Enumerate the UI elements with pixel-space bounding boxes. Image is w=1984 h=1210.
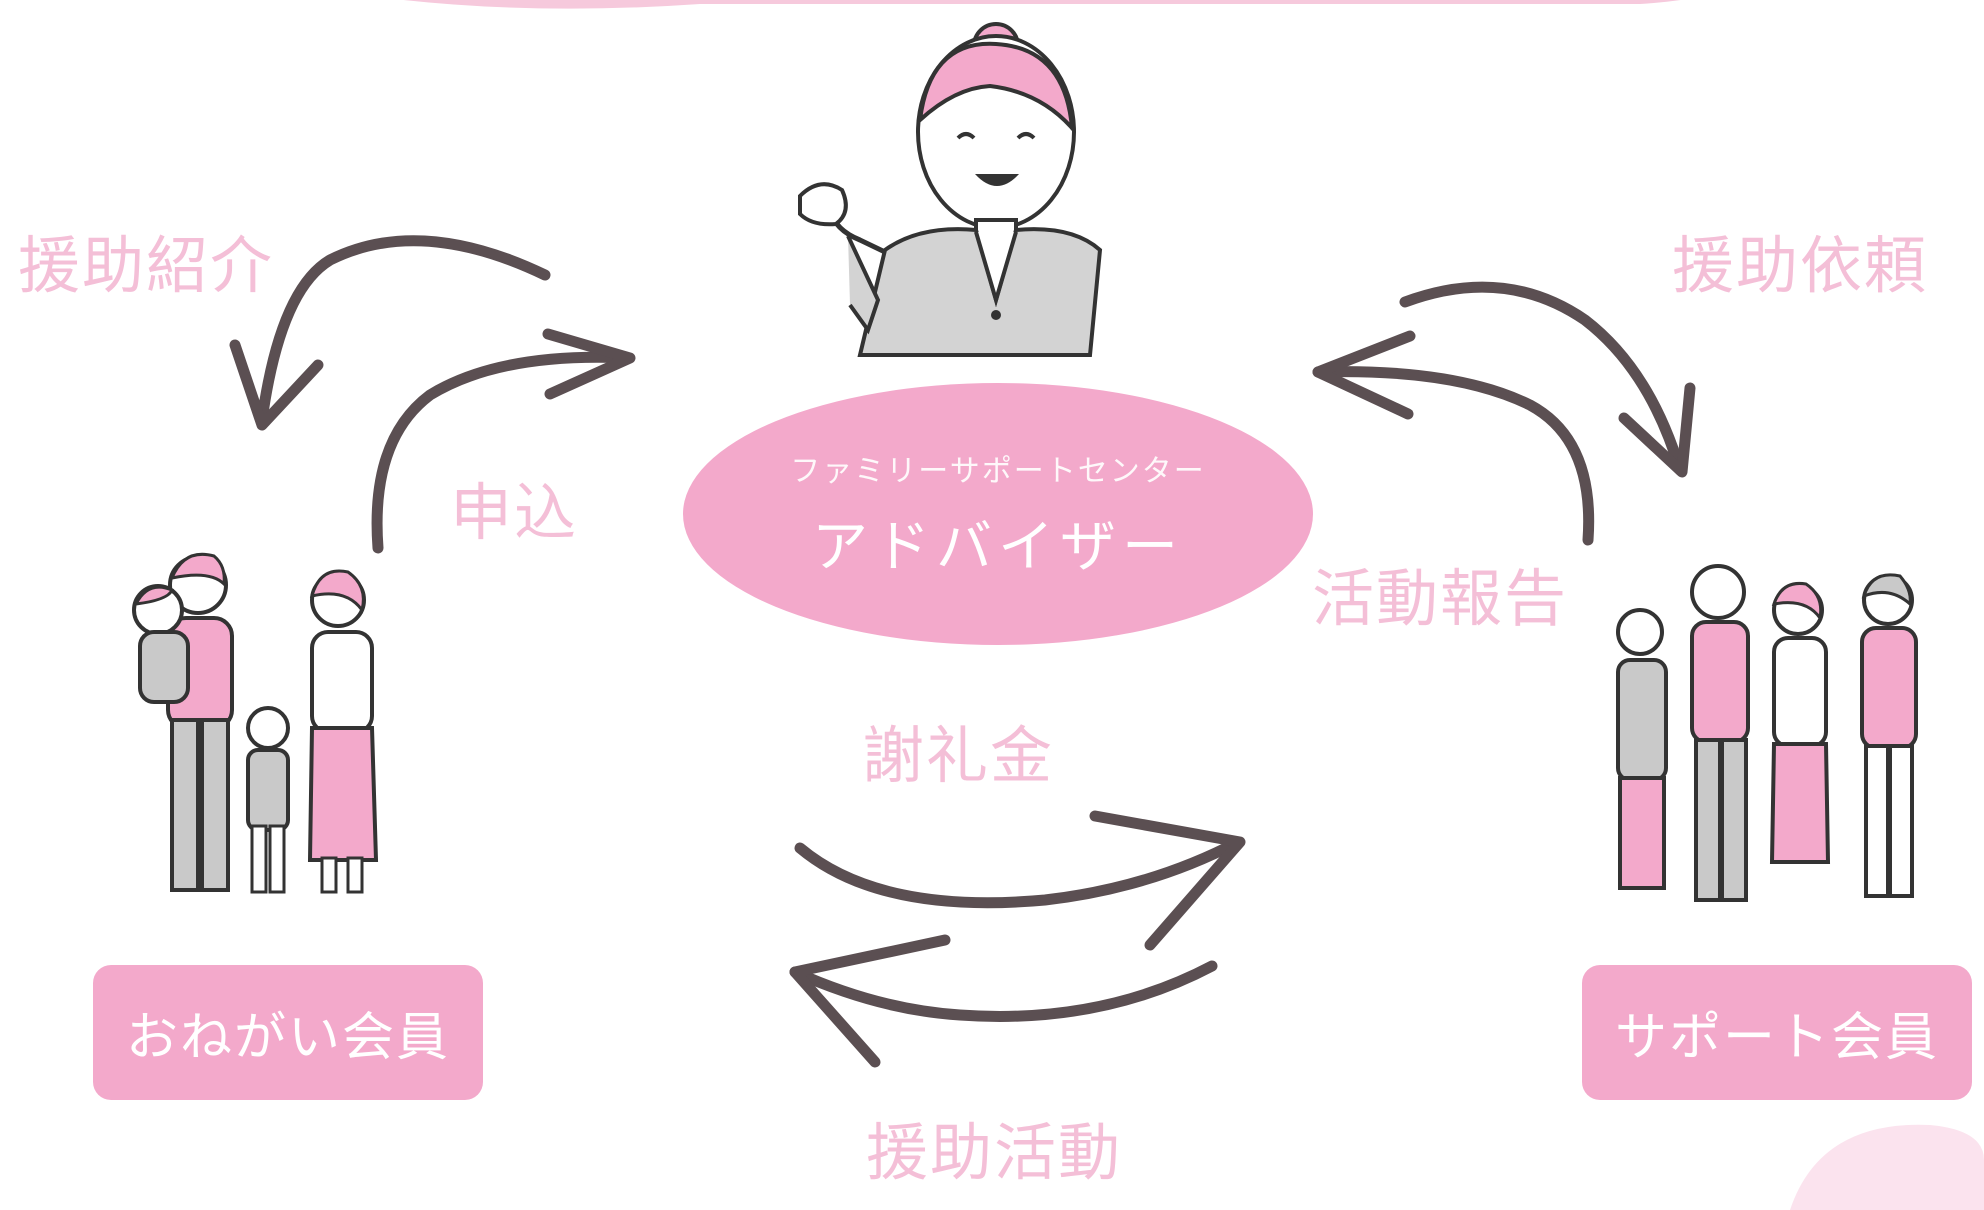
top-decorative-arc [403,0,1681,9]
requesting-member-label: おねがい会員 [125,1008,450,1068]
arrow-reward-head [1089,810,1246,951]
family-illustration [132,552,379,894]
arrow-activity-head [789,934,951,1068]
support-member-label: サポート会員 [1614,1008,1939,1068]
label-request: 援助依頼 [1672,229,1929,302]
advisor-illustration [798,22,1103,357]
arrow-report [1312,366,1595,546]
arrow-application [371,351,634,554]
arrow-introduction [256,235,551,426]
label-application: 申込 [450,476,579,549]
arrow-request-head [1618,382,1696,478]
arrow-activity [789,960,1218,1022]
label-report: 活動報告 [1312,562,1569,635]
support-members-illustration [1616,564,1918,902]
support-member-box: サポート会員 [1582,965,1972,1100]
label-activity: 援助活動 [866,1116,1123,1189]
flow-arrows [229,235,1696,1068]
center-subtitle: ファミリーサポートセンター [790,453,1206,489]
arrow-application-head [542,328,636,400]
arrow-request [1399,281,1686,476]
requesting-member-box: おねがい会員 [93,965,483,1100]
arrow-report-head [1312,330,1416,420]
label-introduction: 援助紹介 [18,229,275,302]
advisor-center-node: ファミリーサポートセンター アドバイザー [683,383,1313,645]
arrow-reward [794,836,1244,909]
label-reward: 謝礼金 [862,719,1055,792]
center-title: アドバイザー [812,514,1184,580]
corner-decoration [1790,1124,1984,1210]
arrow-introduction-head [229,339,324,431]
